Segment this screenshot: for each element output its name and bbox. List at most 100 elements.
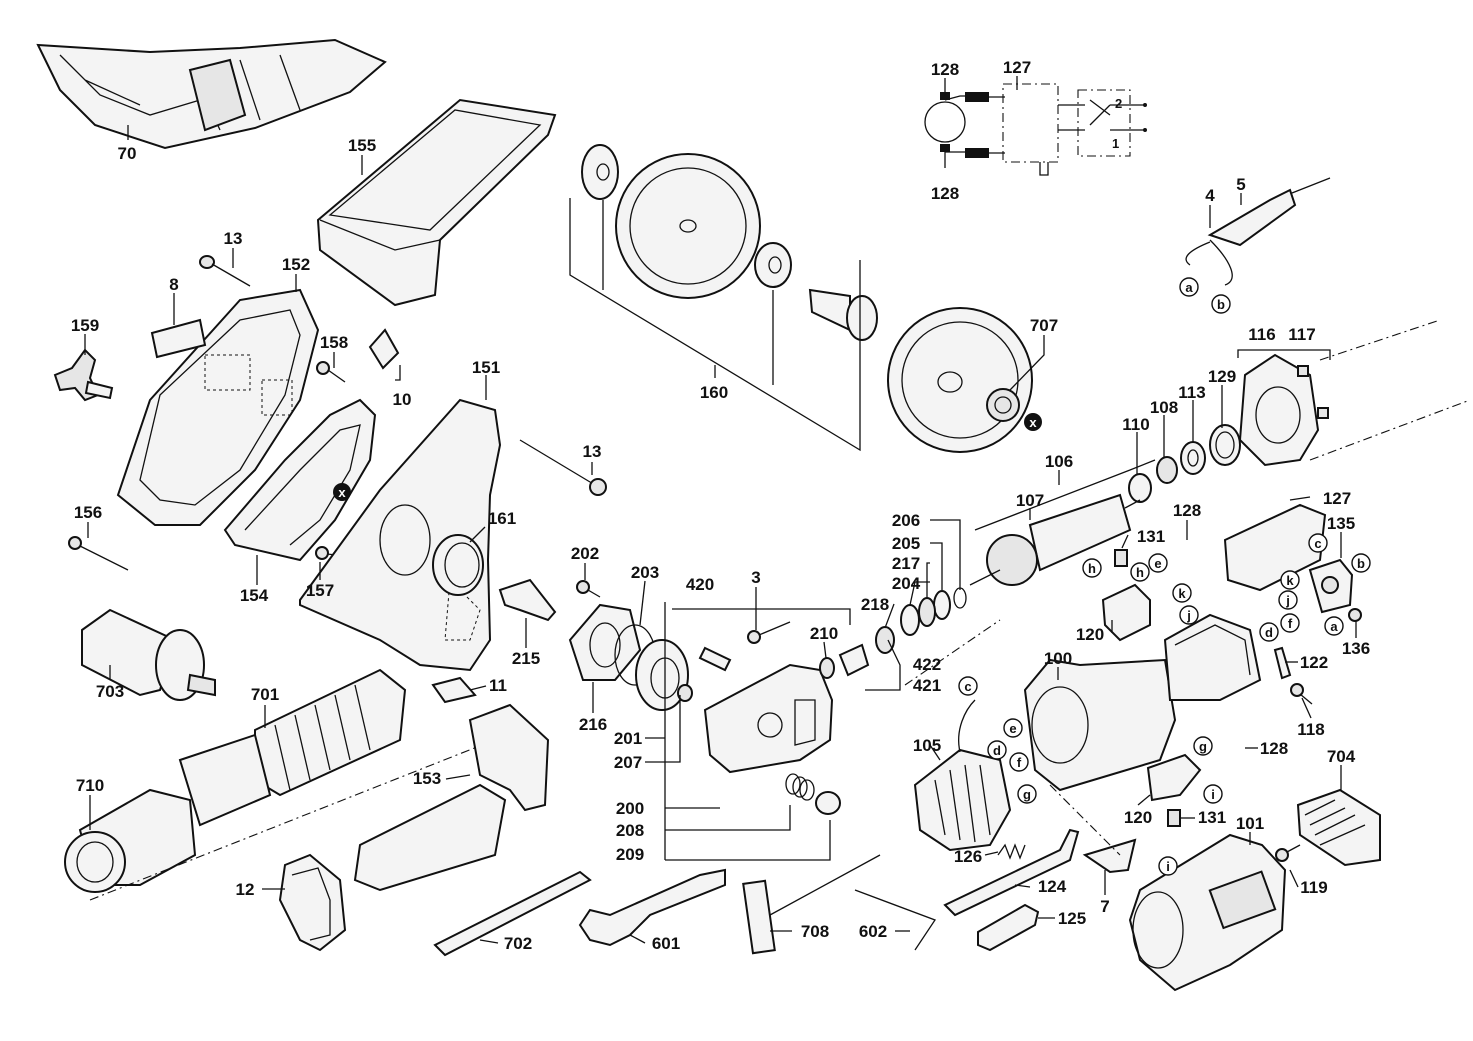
connector-i-1-label: i	[1211, 787, 1215, 802]
connector-f-2-label: f	[1017, 755, 1022, 770]
switch-button-125	[977, 903, 1040, 952]
carrying-case-part	[36, 38, 387, 150]
label-106: 106	[1045, 452, 1073, 471]
screw-136	[1348, 608, 1362, 622]
label-217: 217	[892, 554, 920, 573]
label-sticker-7	[1082, 838, 1137, 874]
label-707: 707	[1030, 316, 1058, 335]
label-701: 701	[251, 685, 279, 704]
label-135: 135	[1327, 514, 1355, 533]
connector-g-1-label: g	[1023, 787, 1031, 802]
label-100: 100	[1044, 649, 1072, 668]
cap-209	[815, 791, 841, 815]
bracket-200	[664, 602, 831, 861]
label-708: 708	[801, 922, 829, 941]
bracket-421-422	[865, 639, 901, 691]
label-158: 158	[320, 333, 348, 352]
x-marker-1-label: x	[338, 485, 346, 500]
brush-holder-120b	[1146, 753, 1202, 802]
bearing-108	[1156, 456, 1178, 484]
label-sticker-10	[368, 328, 400, 370]
connector-h-2-label: h	[1136, 565, 1144, 580]
clamping-screw-part	[808, 288, 878, 341]
connector-f-1-label: f	[1288, 616, 1293, 631]
label-125: 125	[1058, 909, 1086, 928]
label-203: 203	[631, 563, 659, 582]
label-161: 161	[488, 509, 516, 528]
label-160: 160	[700, 383, 728, 402]
connector-j-2	[1278, 590, 1298, 610]
label-122: 122	[1300, 653, 1328, 672]
bracket-420	[672, 608, 851, 625]
motor-cover-part	[1128, 833, 1287, 992]
guard-hood-part	[316, 98, 557, 307]
label-110: 110	[1122, 415, 1149, 434]
x-marker-2	[1024, 413, 1042, 431]
label-601: 601	[652, 934, 680, 953]
label-151: 151	[472, 358, 500, 377]
axis-line-5	[1309, 399, 1471, 461]
label-10: 10	[393, 390, 412, 409]
label-207: 207	[614, 753, 642, 772]
connector-b-2-label: b	[1357, 556, 1365, 571]
filter-grid-part	[1296, 788, 1381, 867]
label-3: 3	[751, 568, 760, 587]
label-710: 710	[76, 776, 104, 795]
label-155: 155	[348, 136, 376, 155]
label-152: 152	[282, 255, 310, 274]
axis-line-1	[1319, 319, 1441, 361]
gear-housing-part	[299, 398, 502, 672]
gear-housing-cover-part	[703, 663, 834, 774]
label-118: 118	[1297, 720, 1324, 739]
bearing-flange-part	[1238, 353, 1329, 467]
label-200: 200	[616, 799, 644, 818]
pin-part	[698, 646, 732, 672]
clip-122	[1273, 646, 1292, 680]
connector-j-1	[1179, 605, 1199, 625]
label-128-a: 128	[931, 60, 959, 79]
label-105: 105	[913, 736, 941, 755]
screw-202	[576, 580, 601, 598]
label-154: 154	[240, 586, 269, 605]
label-156: 156	[74, 503, 102, 522]
label-13-a: 13	[224, 229, 243, 248]
connector-c-2-label: c	[964, 679, 971, 694]
spring-126	[997, 843, 1026, 860]
bracket-106	[974, 459, 1156, 531]
connector-h-1-label: h	[1088, 561, 1096, 576]
label-127-b: 127	[1323, 489, 1351, 508]
screw-158	[316, 361, 346, 383]
clamping-nut-part	[754, 242, 792, 288]
connector-c-1-label: c	[1314, 536, 1321, 551]
connector-a-2	[1324, 616, 1344, 636]
axis-line-4	[1049, 784, 1121, 856]
connector-d-2-label: d	[993, 743, 1001, 758]
label-70: 70	[118, 144, 137, 163]
label-131-b: 131	[1198, 808, 1226, 827]
label-215: 215	[512, 649, 540, 668]
screw-13-mid	[519, 439, 607, 496]
label-209: 209	[616, 845, 644, 864]
label-205: 205	[892, 534, 920, 553]
label-sticker-11	[431, 676, 477, 704]
label-422: 422	[913, 655, 941, 674]
connector-b-1	[1211, 294, 1231, 314]
auxiliary-handle-part	[81, 608, 216, 701]
label-13-b: 13	[583, 442, 602, 461]
switch-position-1: 1	[1112, 136, 1119, 151]
connector-g-2-label: g	[1199, 739, 1207, 754]
disc-707-part	[887, 307, 1033, 453]
label-202: 202	[571, 544, 599, 563]
label-117: 117	[1288, 325, 1315, 344]
bearing-110	[1128, 473, 1152, 503]
connector-j-1-label: j	[1186, 608, 1191, 623]
knob-part	[53, 348, 114, 402]
leader-lines	[84, 76, 1357, 944]
label-12: 12	[236, 880, 255, 899]
bracket-116-117	[1237, 349, 1331, 360]
label-128-d: 128	[1260, 739, 1288, 758]
label-127-a: 127	[1003, 58, 1031, 77]
connector-e-1-label: e	[1154, 556, 1161, 571]
connector-a-1	[1179, 277, 1199, 297]
washer-stack-part	[875, 587, 967, 654]
